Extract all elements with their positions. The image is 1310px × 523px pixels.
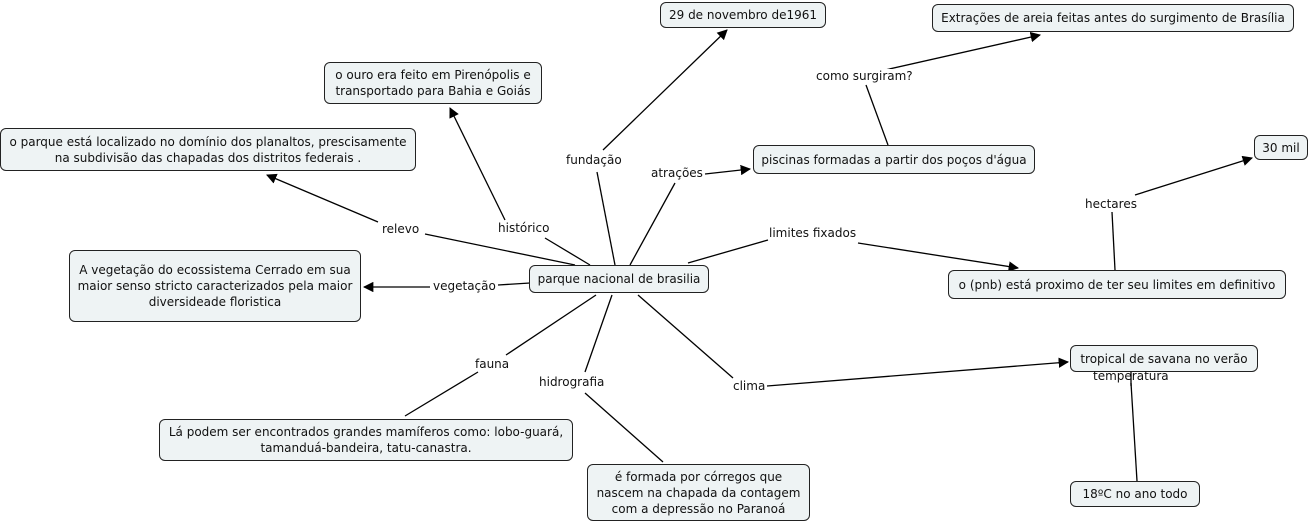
clima-text-node[interactable]: tropical de savana no verão (1070, 345, 1258, 372)
link-label-atracoes: atrações (650, 166, 704, 180)
arrow-clima-text (766, 357, 1070, 387)
connector-central-atracoes (629, 182, 676, 266)
connector-fauna-text (404, 371, 479, 417)
connector-central-fundacao (596, 171, 616, 266)
relevo-text-node[interactable]: o parque está localizado no domínio dos … (0, 128, 416, 171)
link-label-vegetacao: vegetação (432, 279, 497, 293)
fundacao-date-node[interactable]: 29 de novembro de1961 (660, 2, 826, 28)
arrow-relevo-text (266, 173, 379, 223)
connector-piscinas-como-surgiram (865, 84, 889, 146)
piscinas-node[interactable]: piscinas formadas a partir dos poços d'á… (753, 145, 1035, 174)
link-label-hidrografia: hidrografia (538, 375, 606, 389)
link-label-fauna: fauna (474, 357, 511, 371)
fauna-text-node[interactable]: Lá podem ser encontrados grandes mamífer… (159, 419, 573, 461)
connector-central-limites (687, 239, 769, 264)
arrow-limites-text (857, 242, 1020, 272)
temperatura-value-node[interactable]: 18ºC no ano todo (1070, 481, 1200, 507)
connector-central-fauna (505, 294, 597, 356)
link-label-limites: limites fixados (768, 226, 858, 240)
historico-text-node[interactable]: o ouro era feito em Pirenópolis e transp… (324, 62, 542, 104)
vegetacao-text-node[interactable]: A vegetação do ecossistema Cerrado em su… (69, 250, 361, 322)
connector-central-relevo (424, 233, 576, 266)
arrow-como-surgiram-extracoes (884, 31, 1042, 71)
link-label-historico: histórico (497, 221, 551, 235)
central-concept-node[interactable]: parque nacional de brasilia (529, 265, 709, 293)
connector-temperatura-value (1130, 382, 1138, 482)
connector-central-hidrografia (584, 294, 613, 373)
arrow-fundacao-date (602, 29, 728, 151)
arrow-hectares-value (1134, 155, 1253, 196)
link-label-clima: clima (732, 379, 767, 393)
extracoes-node[interactable]: Extrações de areia feitas antes do surgi… (932, 4, 1294, 32)
arrow-atracoes-piscinas (704, 164, 752, 176)
connector-hidrografia-text (584, 392, 664, 463)
connector-central-clima (637, 294, 734, 379)
arrow-historico-text (449, 107, 506, 221)
link-label-temperatura: temperatura (1093, 369, 1169, 383)
limites-text-node[interactable]: o (pnb) está proximo de ter seu limites … (948, 270, 1286, 299)
link-label-fundacao: fundação (565, 153, 623, 167)
hectares-value-node[interactable]: 30 mil (1254, 135, 1308, 160)
hidrografia-text-node[interactable]: é formada por córregos que nascem na cha… (587, 464, 810, 521)
link-label-relevo: relevo (381, 222, 421, 236)
link-label-como-surgiram: como surgiram? (815, 69, 914, 83)
link-label-hectares: hectares (1084, 197, 1138, 211)
connector-limites-hectares (1111, 211, 1116, 271)
connector-central-vegetacao (497, 282, 531, 286)
connector-central-historico (544, 237, 591, 266)
